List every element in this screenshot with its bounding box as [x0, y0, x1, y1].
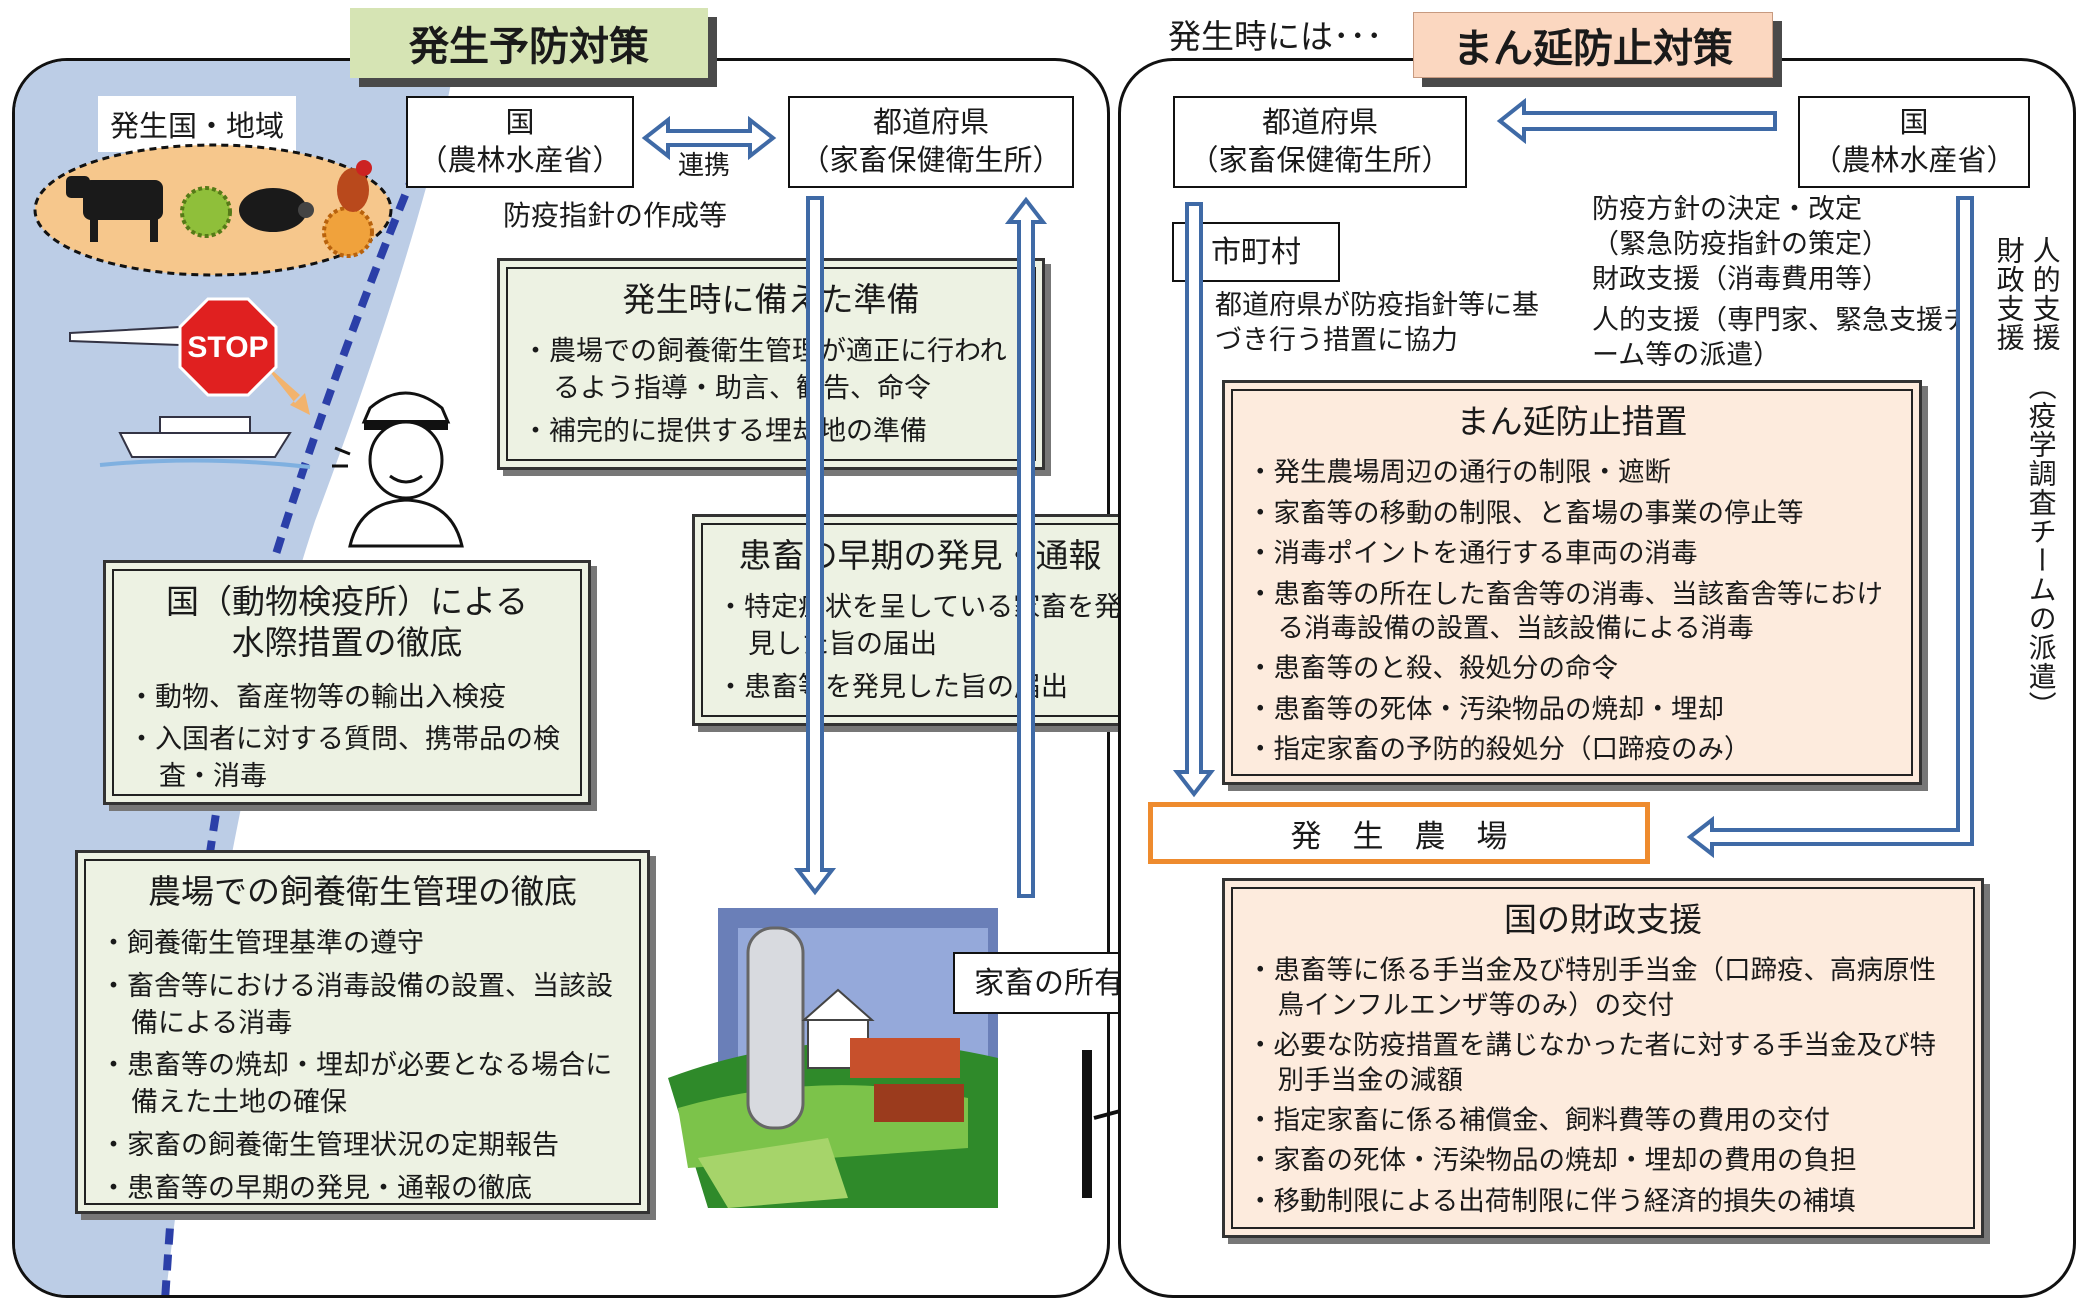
cow-icon	[66, 176, 163, 242]
early-detection-title: 患畜の早期の発見・通報	[738, 536, 1102, 575]
prefecture-label: 都道府県	[872, 105, 989, 140]
on-outbreak-label: 発生時には･･･	[1168, 17, 1383, 56]
outbreak-farm-box: 発 生 農 場	[1148, 802, 1650, 864]
list-item: 患畜等のと殺、殺処分の命令	[1247, 652, 1897, 686]
origin-label: 発生国・地域	[98, 96, 296, 152]
farm-hygiene-list: 飼養衛生管理基準の遵守 畜舎等における消毒設備の設置、当該設備による消毒 患畜等…	[100, 926, 625, 1207]
financial-support-label: 財政支援	[1992, 236, 2026, 352]
spread-measures-title: まん延防止措置	[1456, 402, 1688, 441]
border-list: 動物、畜産物等の輸出入検疫 入国者に対する質問、携帯品の検査・消毒	[128, 680, 566, 796]
list-item: 患畜等の死体・汚染物品の焼却・埋却	[1247, 693, 1897, 727]
prevention-title: 発生予防対策	[350, 8, 708, 78]
prefecture-box-right: 都道府県 （家畜保健衛生所）	[1173, 96, 1467, 188]
note-line: 財政支援（消毒費用等）	[1592, 264, 1889, 296]
note-line: （緊急防疫指針の策定）	[1592, 229, 1889, 261]
virus-icon	[322, 206, 374, 258]
financial-support-title: 国の財政支援	[1504, 900, 1702, 939]
list-item: 家畜等の移動の制限、と畜場の事業の停止等	[1247, 497, 1897, 531]
early-detection-list: 特定症状を呈している家畜を発見した旨の届出 患畜等を発見した旨の届出	[717, 590, 1123, 706]
virus-icon	[180, 186, 232, 238]
stop-sign-icon: STOP	[178, 297, 278, 397]
list-item: 患畜等の焼却・埋却が必要となる場合に備えた土地の確保	[100, 1048, 625, 1121]
preparation-box: 発生時に備えた準備 農場での飼養衛生管理が適正に行われるよう指導・助言、勧告、命…	[497, 258, 1045, 470]
list-item: 家畜の死体・汚染物品の焼却・埋却の費用の負担	[1247, 1144, 1959, 1178]
national-sub-label: （農林水産省）	[418, 143, 622, 177]
financial-support-box: 国の財政支援 患畜等に係る手当金及び特別手当金（口蹄疫、高病原性鳥インフルエンザ…	[1222, 878, 1984, 1238]
border-title-line1: 国（動物検疫所）による	[165, 582, 528, 621]
spread-measures-box: まん延防止措置 発生農場周辺の通行の制限・遮断 家畜等の移動の制限、と畜場の事業…	[1222, 380, 1922, 785]
prefecture-sub-label: （家畜保健衛生所）	[800, 143, 1062, 177]
national-sub-label: （農林水産省）	[1812, 143, 2016, 177]
prefecture-box: 都道府県 （家畜保健衛生所）	[788, 96, 1074, 188]
list-item: 指定家畜の予防的殺処分（口蹄疫のみ）	[1247, 733, 1897, 767]
note-line: 防疫方針の決定・改定	[1592, 194, 1862, 225]
list-item: 入国者に対する質問、携帯品の検査・消毒	[128, 722, 566, 795]
list-item: 特定症状を呈している家畜を発見した旨の届出	[717, 590, 1123, 663]
spread-prevention-title: まん延防止対策	[1413, 12, 1773, 78]
note-line: 人的支援（専門家、緊急支援チーム等の派遣）	[1592, 305, 1970, 372]
list-item: 患畜等の早期の発見・通報の徹底	[100, 1171, 625, 1208]
chicken-icon	[337, 160, 372, 212]
list-item: 飼養衛生管理基準の遵守	[100, 926, 625, 963]
epidemiology-team-label: （疫学調査チームの派遣）	[2024, 372, 2058, 720]
national-support-notes: 防疫方針の決定・改定 （緊急防疫指針の策定） 財政支援（消毒費用等） 人的支援（…	[1592, 192, 1972, 373]
cooperation-label: 連携	[678, 151, 731, 181]
list-item: 患畜等に係る手当金及び特別手当金（口蹄疫、高病原性鳥インフルエンザ等のみ）の交付	[1247, 954, 1959, 1023]
list-item: 農場での飼養衛生管理が適正に行われるよう指導・助言、勧告、命令	[522, 334, 1020, 407]
national-label: 国	[505, 105, 535, 140]
farm-illustration	[668, 908, 998, 1208]
quarantine-officer-icon	[332, 391, 464, 548]
list-item: 消毒ポイントを通行する車両の消毒	[1247, 537, 1897, 571]
list-item: 家畜の飼養衛生管理状況の定期報告	[100, 1128, 625, 1165]
human-support-label: 人的支援	[2028, 236, 2062, 352]
list-item: 補完的に提供する埋却地の準備	[522, 414, 1020, 451]
list-item: 指定家畜に係る補償金、飼料費等の費用の交付	[1247, 1104, 1959, 1138]
import-route-illustration: STOP	[69, 297, 311, 469]
prefecture-label: 都道府県	[1261, 105, 1378, 140]
prefecture-sub-label: （家畜保健衛生所）	[1189, 143, 1451, 177]
national-ministry-box-right: 国 （農林水産省）	[1798, 96, 2030, 188]
list-item: 発生農場周辺の通行の制限・遮断	[1247, 456, 1897, 490]
list-item: 必要な防疫措置を講じなかった者に対する手当金及び特別手当金の減額	[1247, 1029, 1959, 1098]
farm-hygiene-box: 農場での飼養衛生管理の徹底 飼養衛生管理基準の遵守 畜舎等における消毒設備の設置…	[75, 850, 650, 1214]
pig-icon	[239, 188, 314, 232]
financial-support-list: 患畜等に係る手当金及び特別手当金（口蹄疫、高病原性鳥インフルエンザ等のみ）の交付…	[1247, 954, 1959, 1219]
preparation-list: 農場での飼養衛生管理が適正に行われるよう指導・助言、勧告、命令 補完的に提供する…	[522, 334, 1020, 450]
list-item: 患畜等を発見した旨の届出	[717, 670, 1123, 707]
border-measures-box: 国（動物検疫所）による 水際措置の徹底 動物、畜産物等の輸出入検疫 入国者に対す…	[103, 560, 591, 805]
list-item: 畜舎等における消毒設備の設置、当該設備による消毒	[100, 969, 625, 1042]
spread-measures-list: 発生農場周辺の通行の制限・遮断 家畜等の移動の制限、と畜場の事業の停止等 消毒ポ…	[1247, 456, 1897, 768]
municipality-box: 市町村	[1172, 222, 1340, 282]
early-detection-box: 患畜の早期の発見・通報 特定症状を呈している家畜を発見した旨の届出 患畜等を発見…	[692, 514, 1148, 726]
preparation-title: 発生時に備えた準備	[622, 280, 920, 319]
list-item: 動物、畜産物等の輸出入検疫	[128, 680, 566, 717]
national-label: 国	[1899, 105, 1929, 140]
national-ministry-box: 国 （農林水産省）	[406, 96, 634, 188]
farm-hygiene-title: 農場での飼養衛生管理の徹底	[148, 872, 577, 911]
border-title-line2: 水際措置の徹底	[231, 623, 463, 663]
list-item: 移動制限による出荷制限に伴う経済的損失の補填	[1247, 1185, 1959, 1219]
ship-icon	[99, 416, 311, 469]
origin-animals	[33, 143, 393, 277]
stop-sign-label: STOP	[187, 331, 268, 364]
list-item: 患畜等の所在した畜舎等の消毒、当該畜舎等における消毒設備の設置、当該設備による消…	[1247, 578, 1897, 647]
guideline-label: 防疫指針の作成等	[503, 199, 728, 232]
municipality-note: 都道府県が防疫指針等に基づき行う措置に協力	[1215, 290, 1539, 357]
